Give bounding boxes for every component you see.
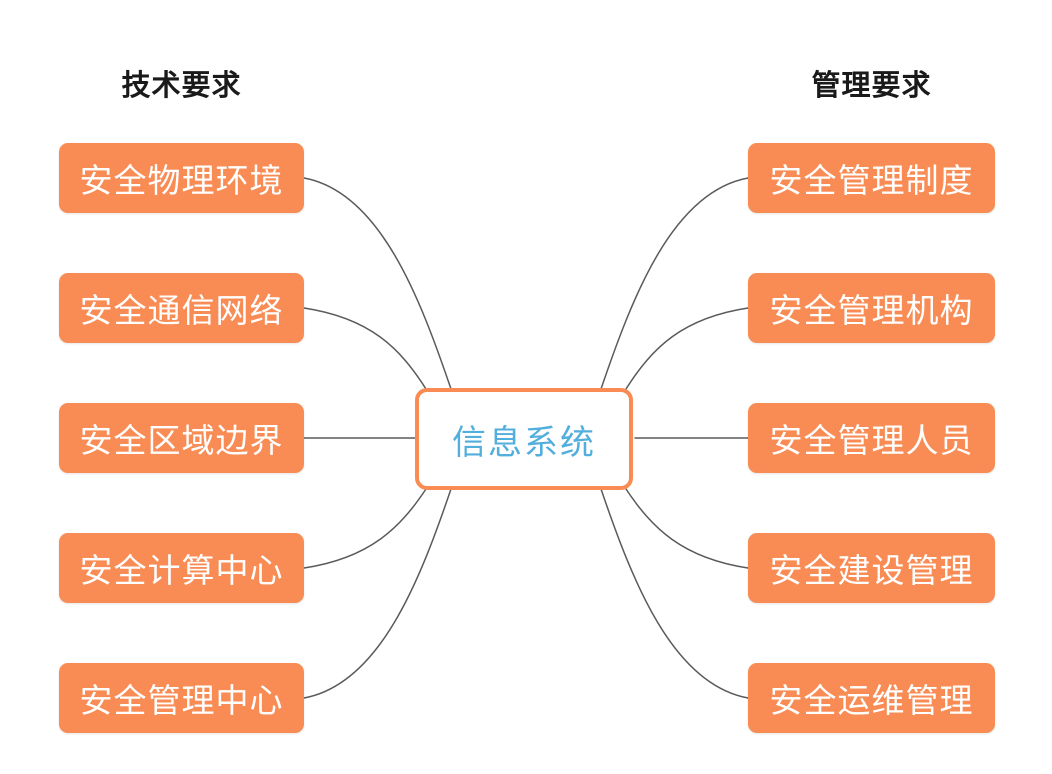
node-management-personnel: 安全管理人员 bbox=[748, 403, 995, 473]
connector-left-1 bbox=[303, 177, 452, 390]
left-group-title: 技术要求 bbox=[121, 70, 242, 102]
connector-right-4 bbox=[625, 488, 749, 569]
node-computing-center: 安全计算中心 bbox=[59, 533, 304, 603]
connector-left-4 bbox=[303, 488, 427, 569]
connector-right-1 bbox=[600, 177, 749, 390]
node-physical-environment: 安全物理环境 bbox=[59, 143, 304, 213]
node-construction-management: 安全建设管理 bbox=[748, 533, 995, 603]
node-management-center: 安全管理中心 bbox=[59, 663, 304, 733]
connector-left-2 bbox=[303, 307, 427, 390]
node-management-system: 安全管理制度 bbox=[748, 143, 995, 213]
node-management-organization: 安全管理机构 bbox=[748, 273, 995, 343]
node-information-system: 信息系统 bbox=[415, 388, 633, 490]
right-group-title: 管理要求 bbox=[811, 70, 932, 102]
node-communication-network: 安全通信网络 bbox=[59, 273, 304, 343]
node-operation-maintenance-management: 安全运维管理 bbox=[748, 663, 995, 733]
connector-right-5 bbox=[600, 488, 749, 699]
connector-left-5 bbox=[303, 488, 452, 699]
node-zone-boundary: 安全区域边界 bbox=[59, 403, 304, 473]
connector-right-2 bbox=[625, 307, 749, 390]
